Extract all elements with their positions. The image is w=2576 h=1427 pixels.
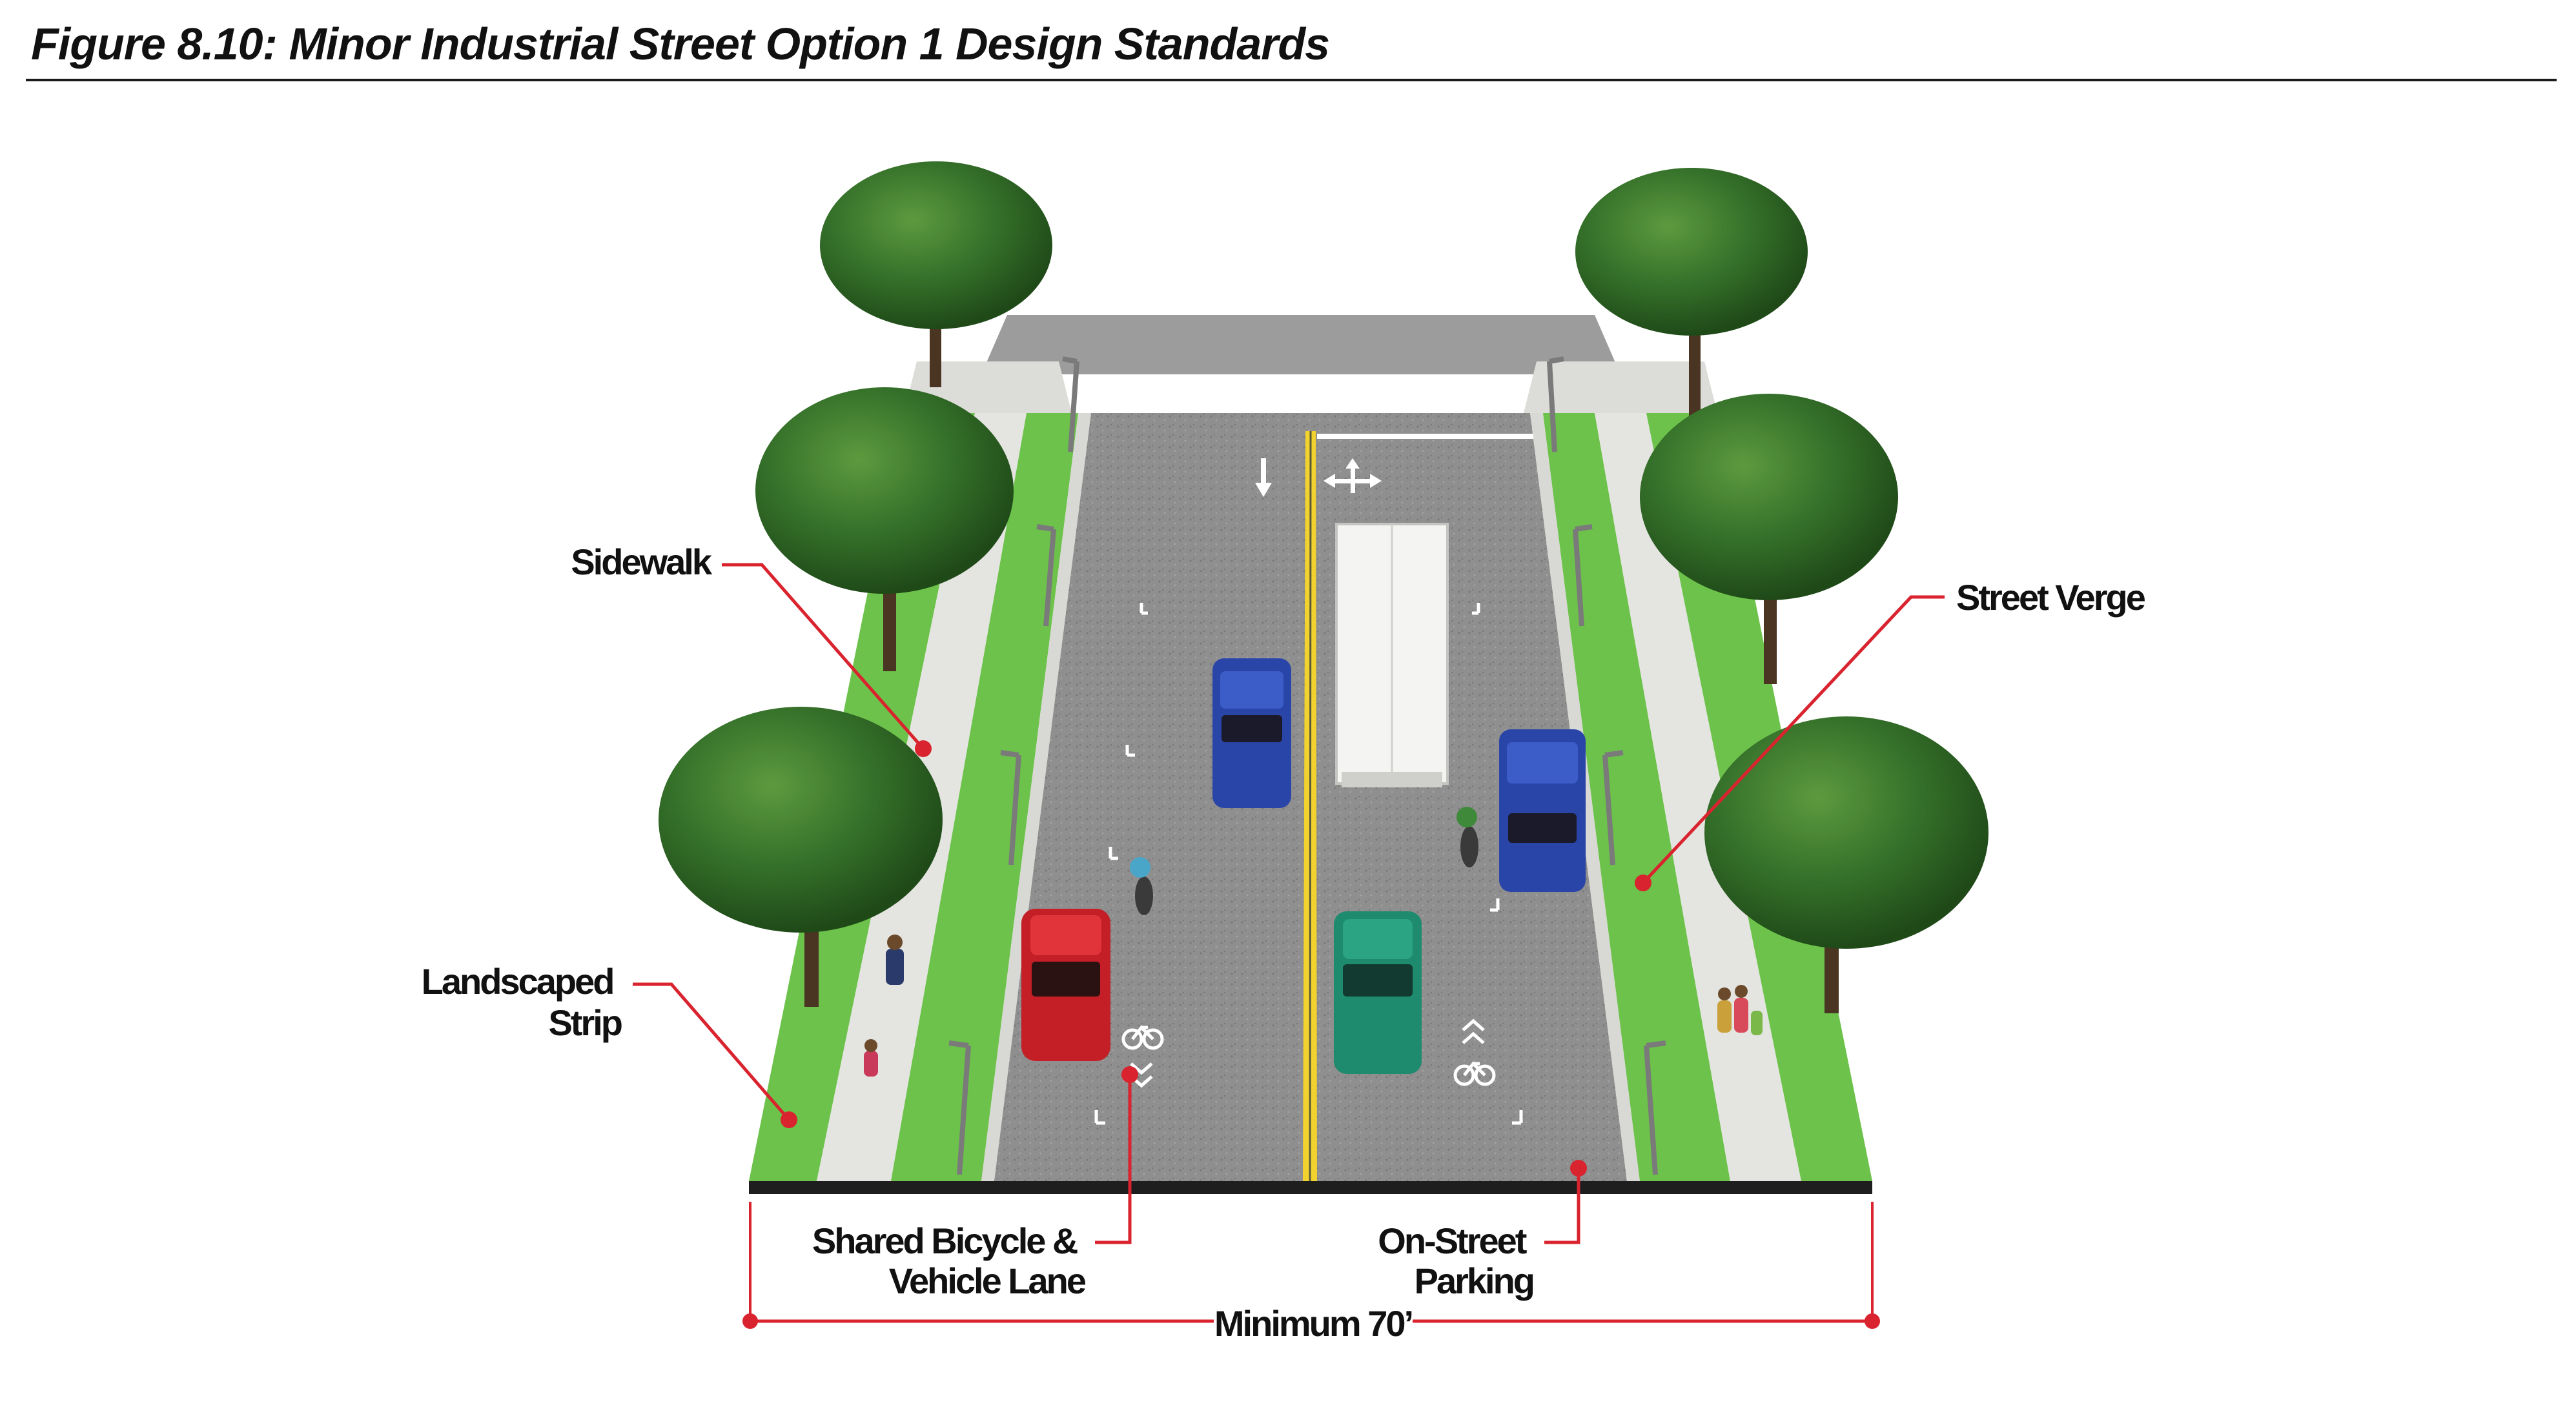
callout-on-street-parking-label: On-Street Parking	[1378, 1220, 1533, 1301]
blue-car-southbound	[1212, 658, 1291, 808]
blue-car-parked-right	[1499, 729, 1586, 892]
callout-shared-lane-line1: Shared Bicycle &	[812, 1220, 1078, 1261]
box-truck	[1336, 524, 1447, 787]
crosswalk	[1112, 382, 1516, 407]
callout-on-street-parking-line1: On-Street	[1378, 1220, 1526, 1261]
red-car-parked-left	[1021, 909, 1110, 1061]
callout-landscaped-strip: Landscaped Strip	[422, 961, 797, 1128]
callout-sidewalk-label: Sidewalk	[571, 541, 713, 582]
callout-shared-lane-label: Shared Bicycle & Vehicle Lane	[812, 1220, 1086, 1301]
callout-landscaped-strip-line2: Strip	[548, 1002, 621, 1043]
callout-landscaped-strip-line1: Landscaped	[422, 961, 613, 1002]
stop-bar	[1317, 434, 1533, 439]
callout-on-street-parking-line2: Parking	[1415, 1260, 1533, 1301]
callout-street-verge-label: Street Verge	[1956, 577, 2145, 618]
base-slab	[749, 1181, 1872, 1194]
green-car-northbound	[1334, 911, 1422, 1074]
dimension-label: Minimum 70’	[1214, 1303, 1412, 1344]
callout-shared-lane-line2: Vehicle Lane	[889, 1260, 1086, 1301]
callout-landscaped-strip-label: Landscaped Strip	[422, 961, 622, 1043]
center-line-gap	[1310, 431, 1311, 1181]
